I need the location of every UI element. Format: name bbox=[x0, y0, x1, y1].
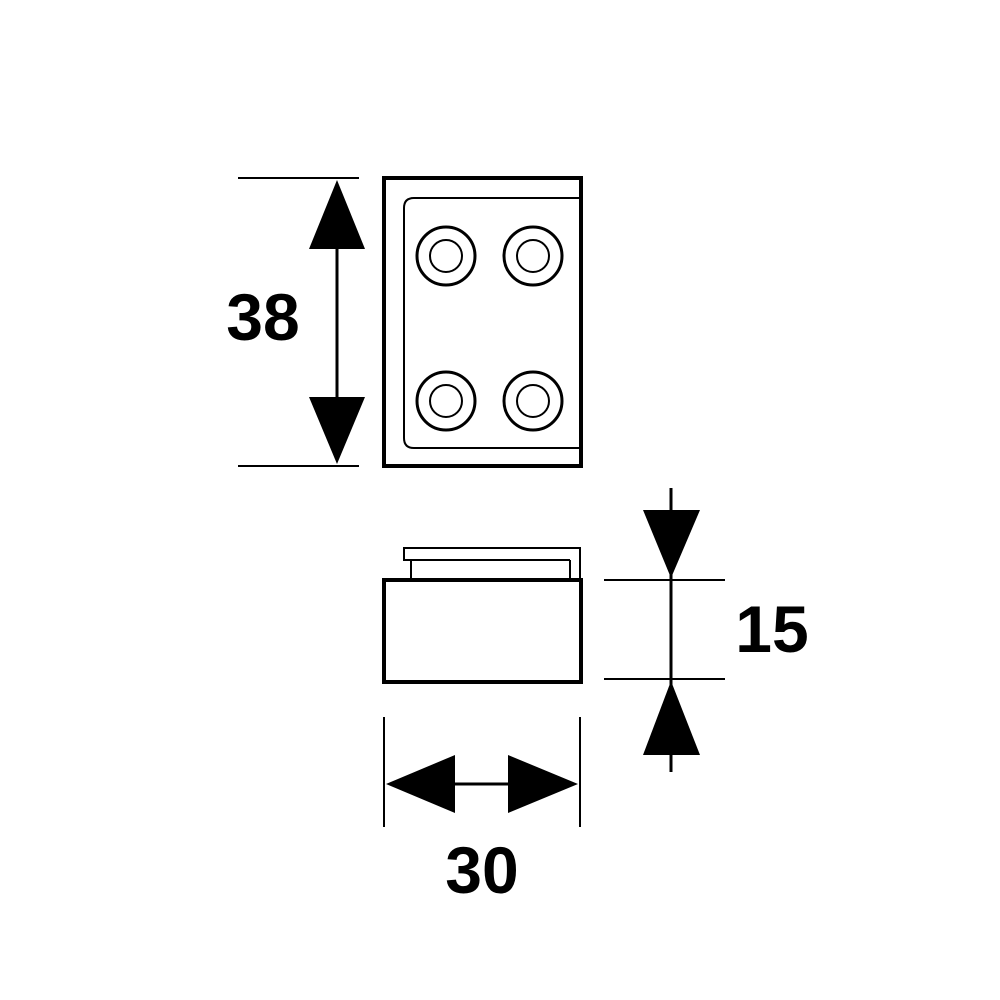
top-view-inner-plate bbox=[403, 197, 581, 449]
side-view-plate bbox=[403, 547, 581, 580]
thickness-dimension: 15 bbox=[604, 488, 809, 772]
height-dimension: 38 bbox=[226, 177, 365, 467]
width-label: 30 bbox=[445, 833, 518, 907]
hole-bottom-left bbox=[415, 370, 477, 432]
height-arrow-up bbox=[309, 180, 365, 249]
thickness-arrow-down bbox=[643, 510, 700, 578]
width-arrow-right bbox=[508, 755, 578, 813]
hole-top-left bbox=[415, 225, 477, 287]
height-label: 38 bbox=[226, 280, 299, 354]
top-view bbox=[382, 176, 583, 468]
side-view bbox=[382, 547, 583, 684]
thickness-arrow-up bbox=[643, 681, 700, 755]
side-view-body bbox=[382, 578, 583, 684]
width-dimension: 30 bbox=[383, 717, 581, 907]
width-arrow-left bbox=[386, 755, 455, 813]
hole-bottom-right bbox=[502, 370, 564, 432]
top-view-outline bbox=[382, 176, 583, 468]
hole-top-right bbox=[502, 225, 564, 287]
thickness-label: 15 bbox=[735, 592, 808, 666]
height-arrow-down bbox=[309, 397, 365, 464]
